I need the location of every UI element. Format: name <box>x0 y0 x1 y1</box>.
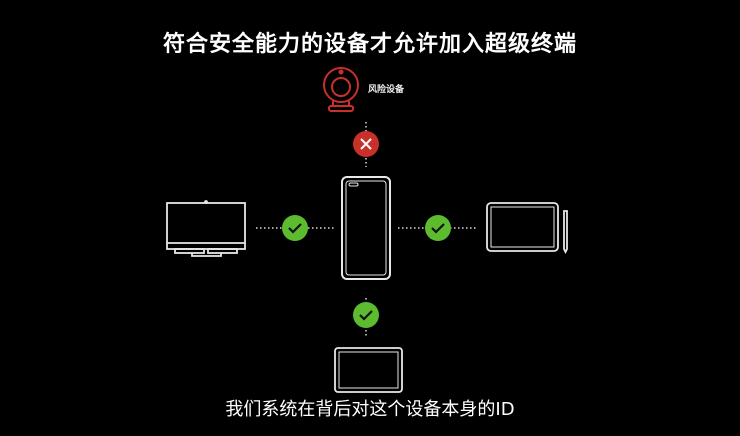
subtitle-caption: 我们系统在背后对这个设备本身的ID <box>225 399 515 420</box>
check-icon-tablet <box>425 215 451 241</box>
laptop-icon <box>334 347 403 393</box>
denied-x-icon <box>353 131 379 157</box>
risk-device-label: 风险设备 <box>368 85 405 95</box>
slide-title: 符合安全能力的设备才允许加入超级终端 <box>162 32 577 57</box>
risk-camera-icon <box>323 67 359 112</box>
tablet-icon <box>486 202 568 255</box>
tv-icon <box>166 200 246 257</box>
check-icon-laptop <box>353 302 379 328</box>
phone-icon <box>341 176 391 280</box>
check-icon-tv <box>282 215 308 241</box>
